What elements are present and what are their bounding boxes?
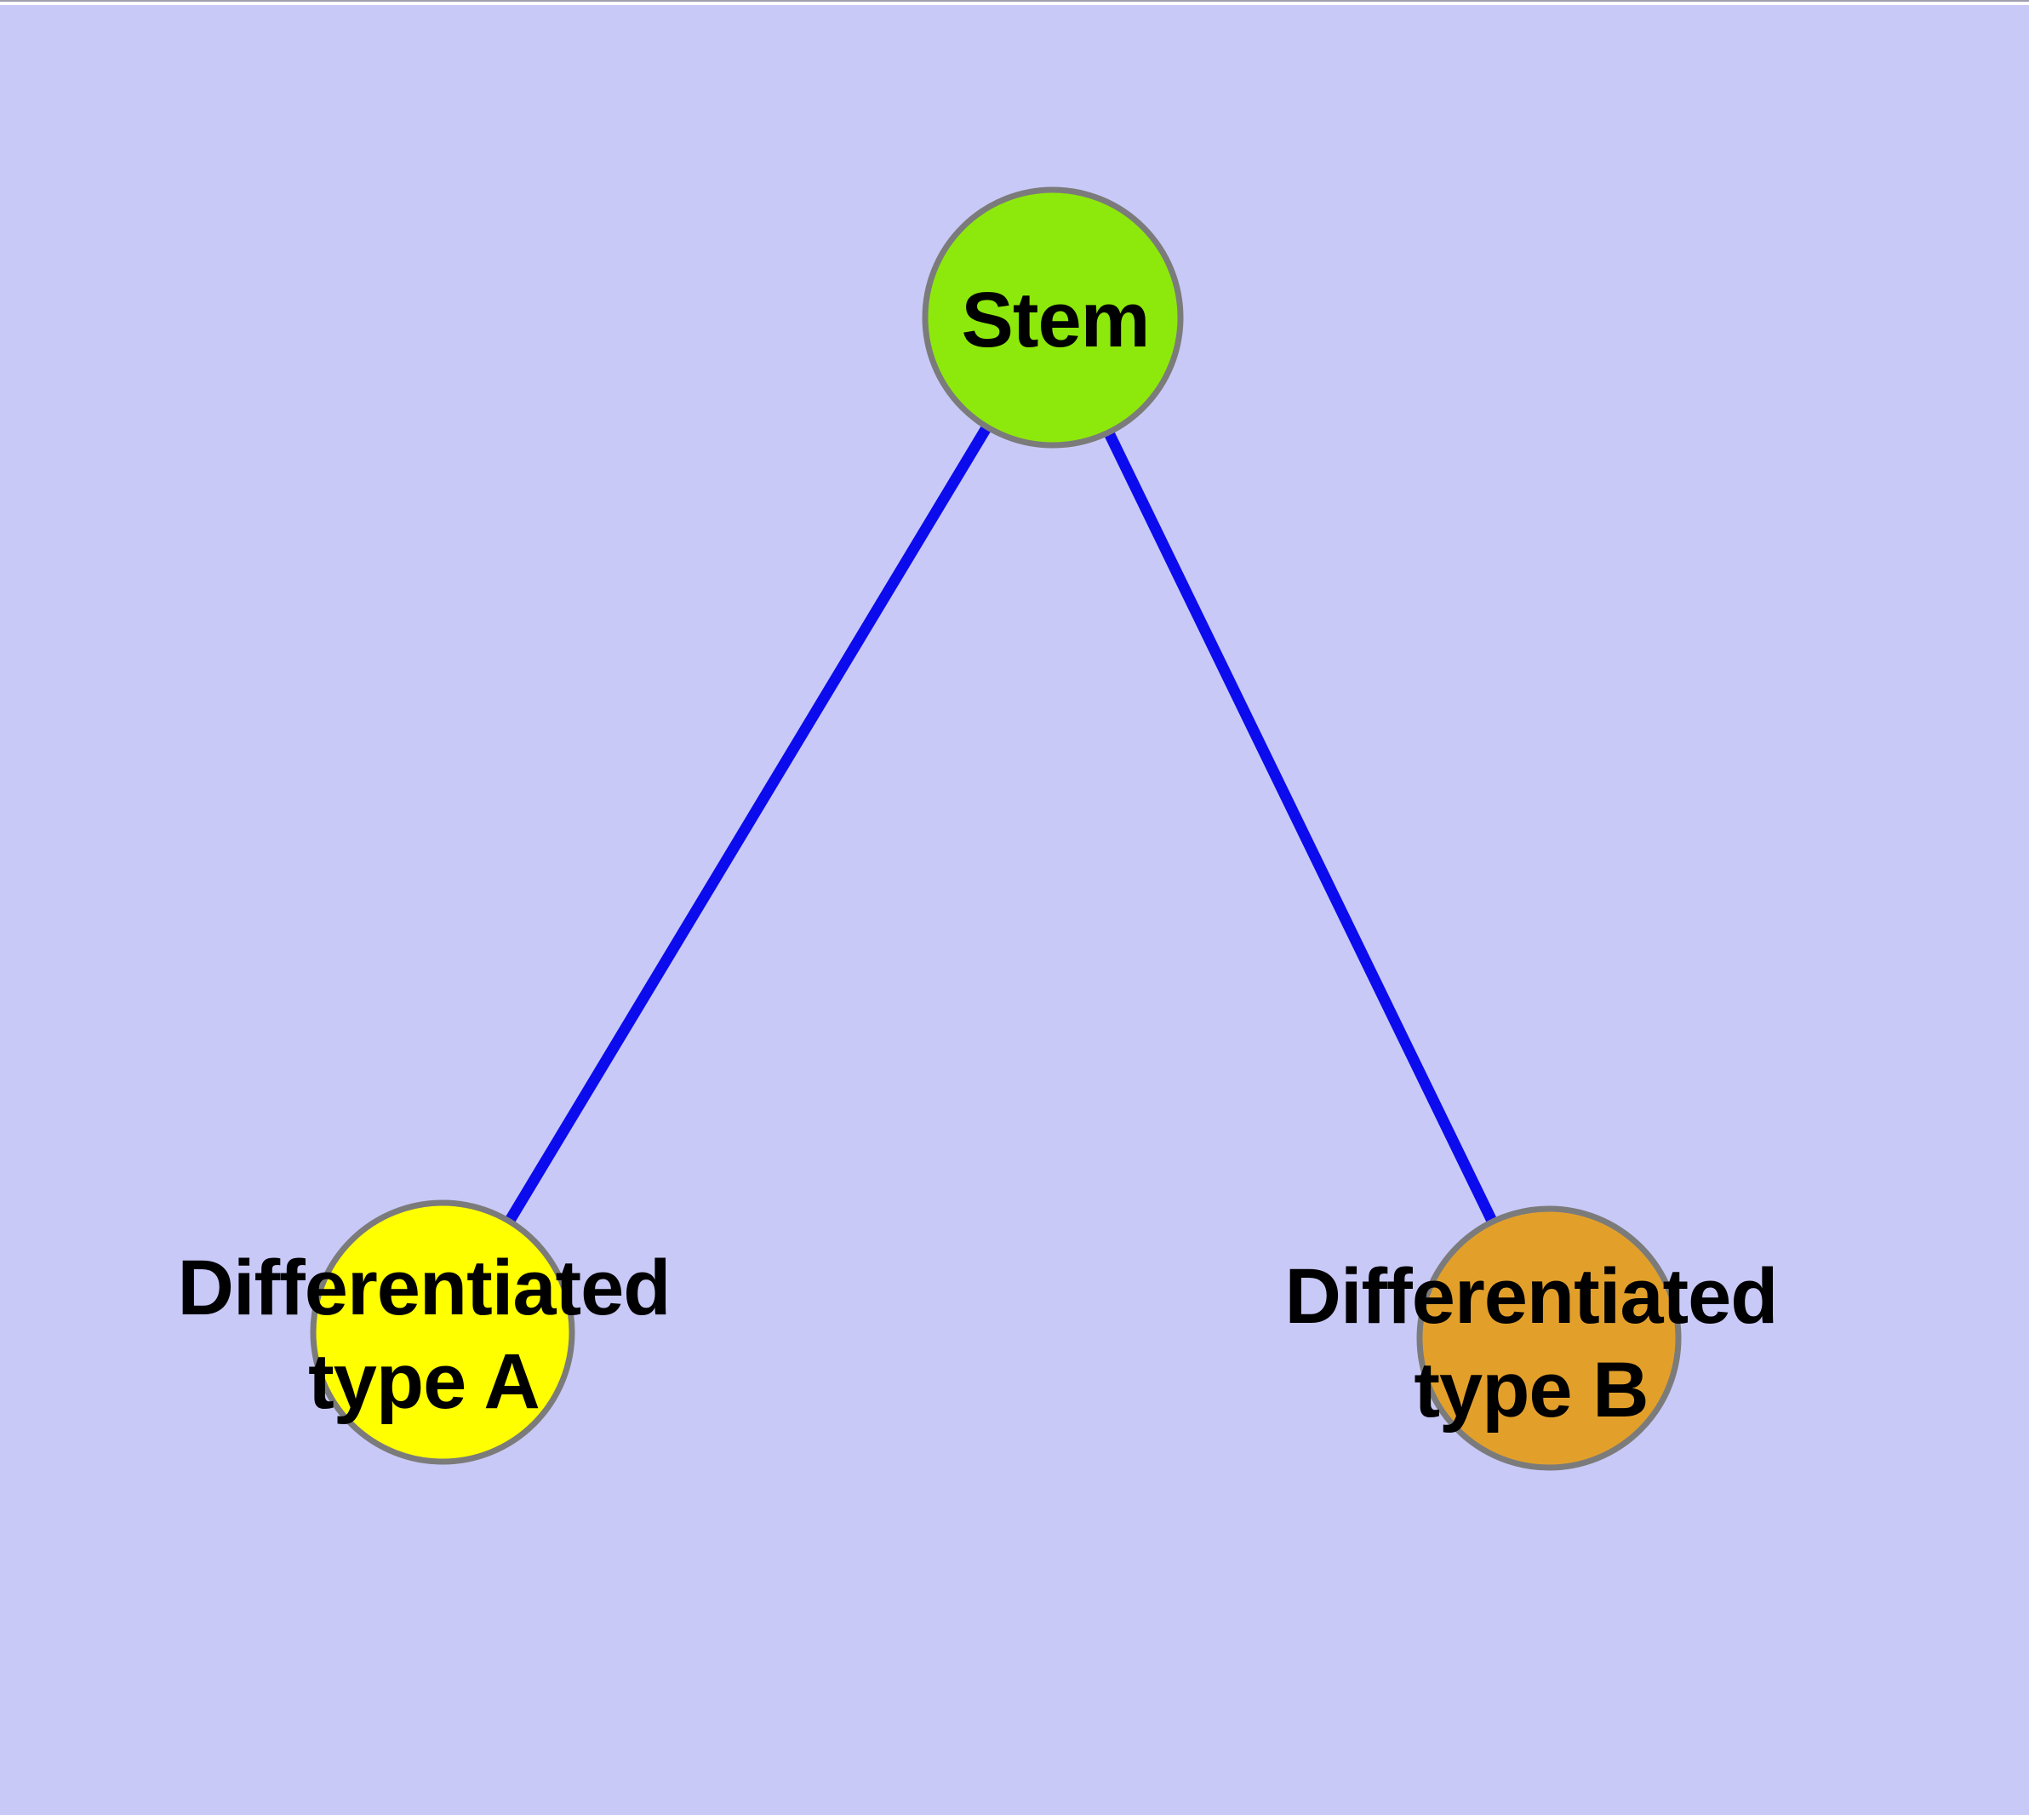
edge-stem-to-type-a	[437, 314, 1058, 1336]
node-stem-circle	[922, 186, 1184, 449]
node-type-b-circle	[1416, 1205, 1682, 1471]
edge-stem-to-type-b	[1048, 315, 1554, 1341]
top-frame-line	[0, 0, 2029, 2]
node-type-a-circle	[310, 1199, 575, 1465]
